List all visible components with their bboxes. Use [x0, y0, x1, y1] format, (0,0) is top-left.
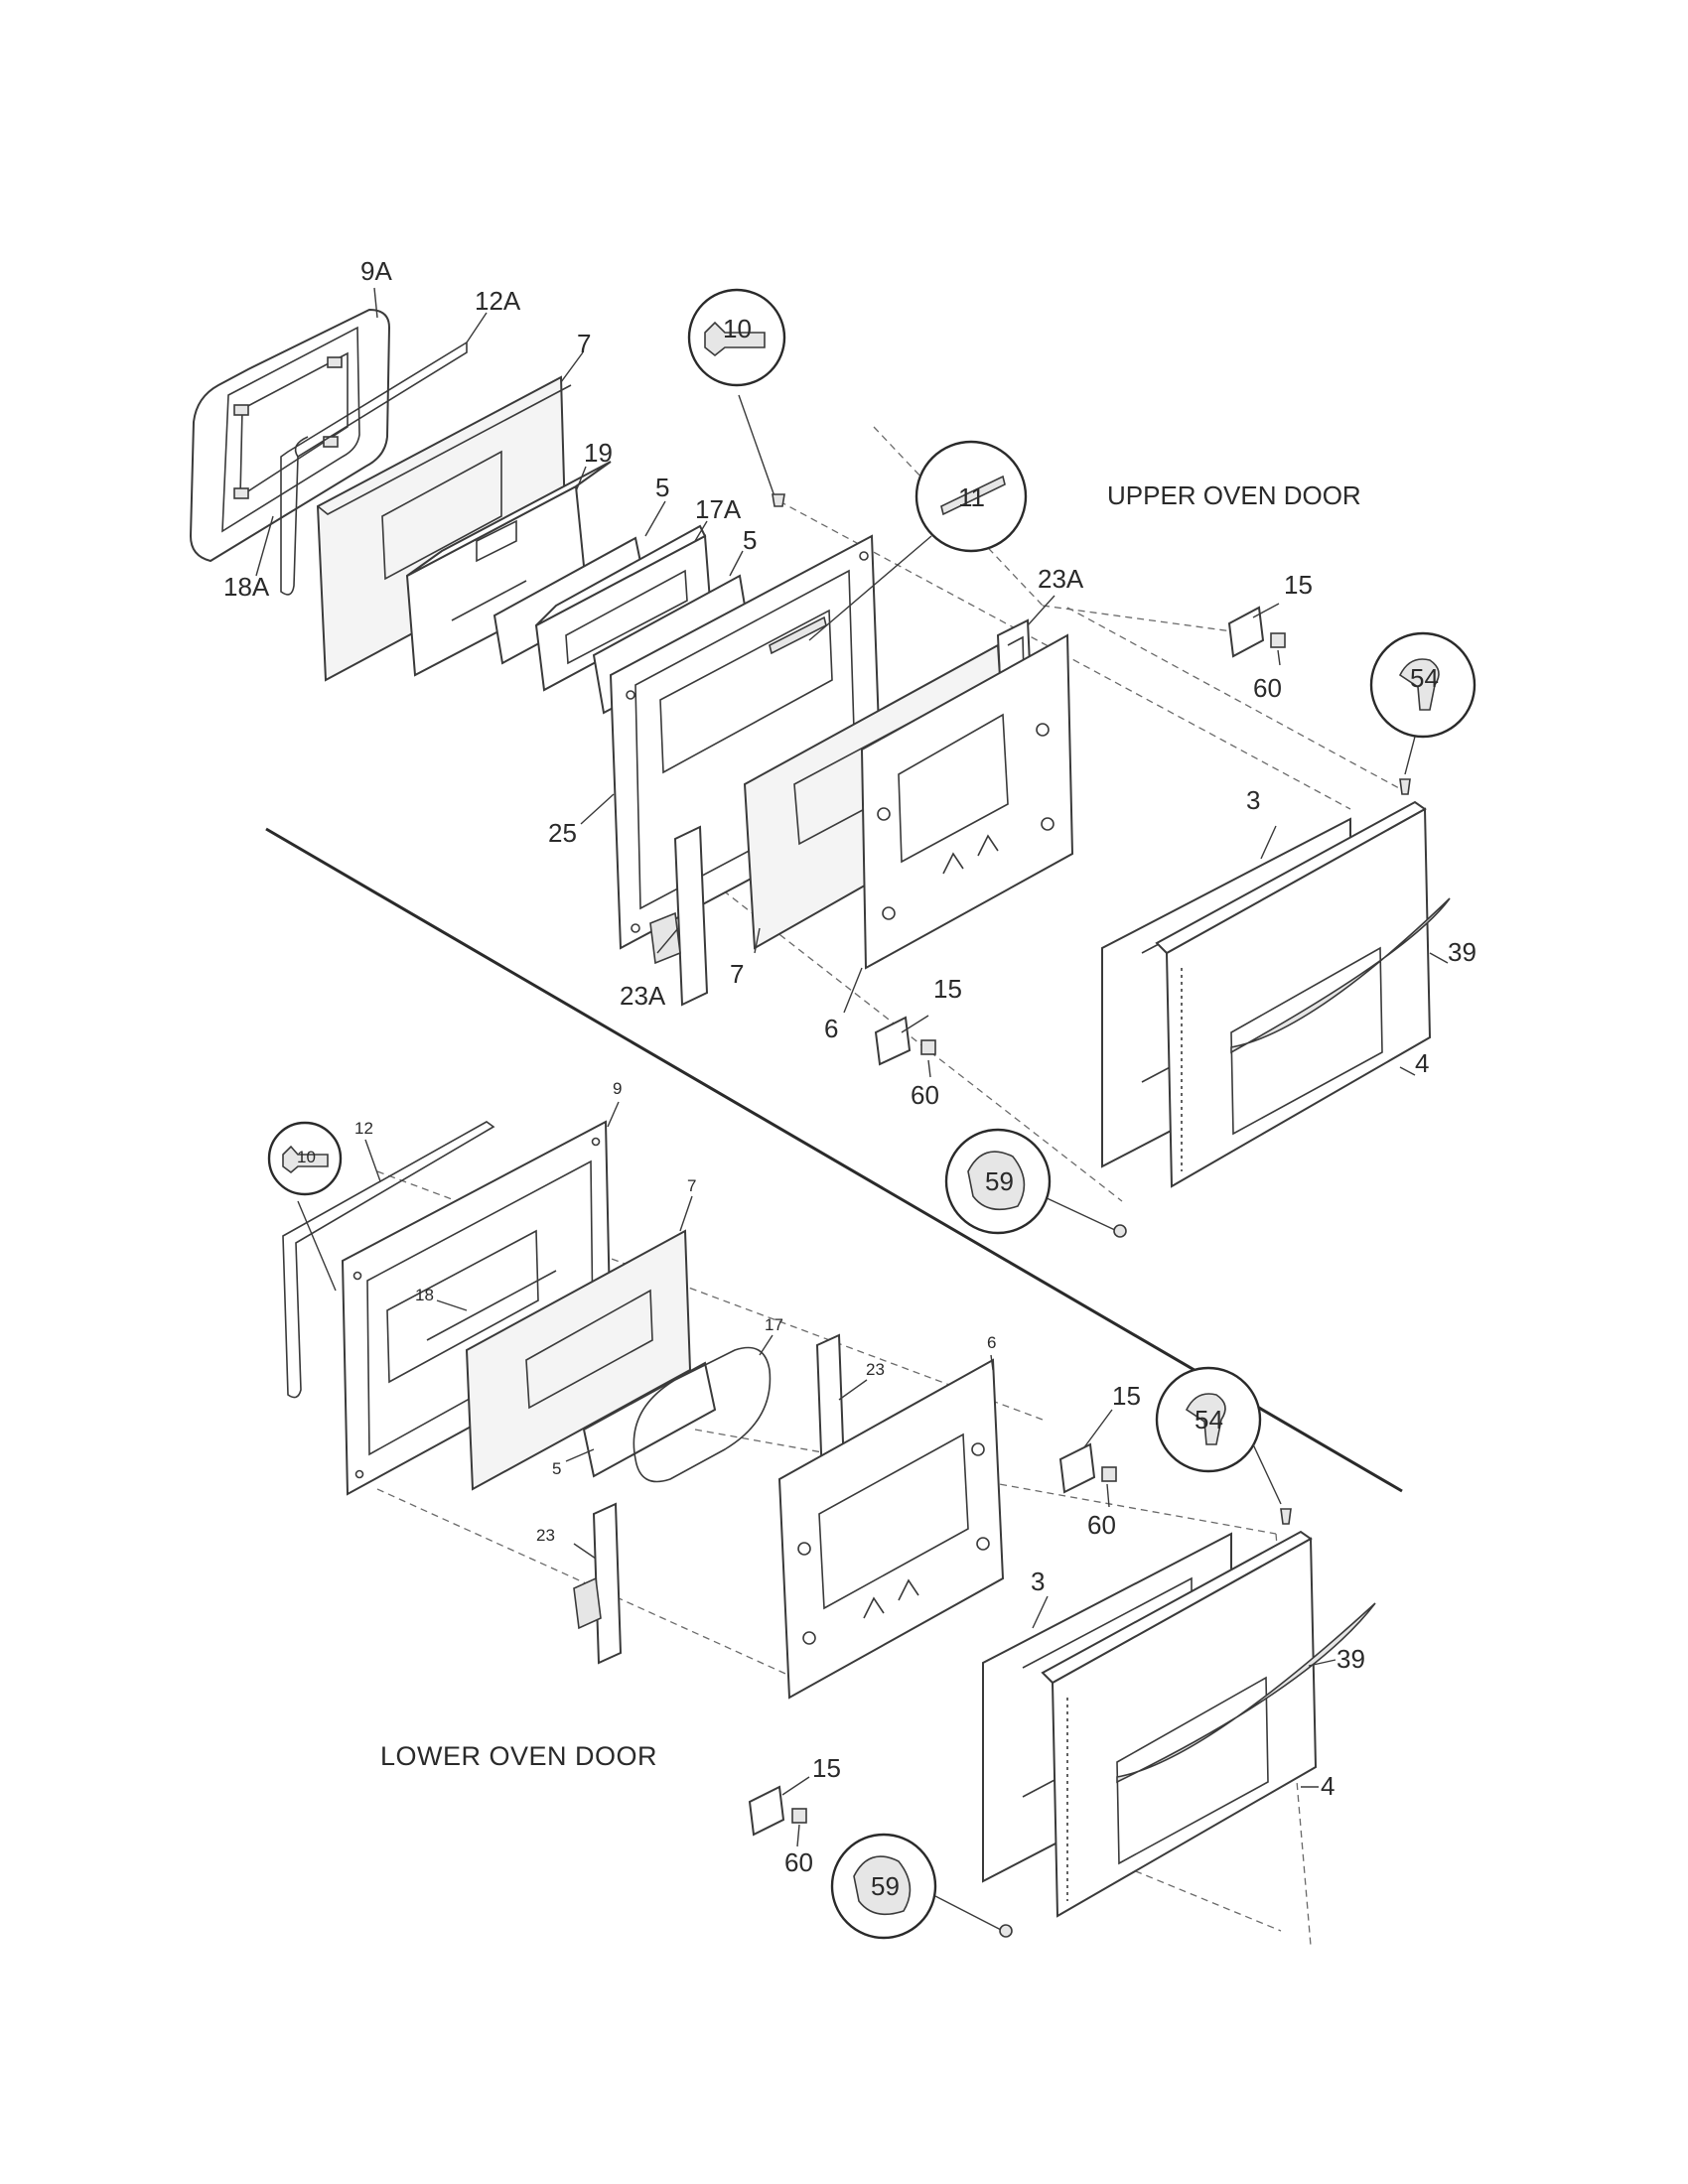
callout-59-knob-lower — [830, 1833, 937, 1940]
part-9a-door-liner-gasket — [189, 308, 391, 563]
label-9a: 9A — [360, 256, 392, 286]
label-5-lower: 5 — [552, 1459, 561, 1478]
label-5-b: 5 — [743, 525, 757, 555]
label-54-lower: 54 — [1195, 1405, 1223, 1434]
label-23-bottom: 23 — [536, 1526, 555, 1545]
label-9: 9 — [613, 1079, 622, 1098]
label-7-bottom: 7 — [730, 959, 744, 989]
label-12a: 12A — [475, 286, 521, 316]
part-5-glass-lower — [582, 1361, 717, 1478]
label-15-lower: 15 — [1112, 1381, 1141, 1411]
part-15-60-clip-lower-bottom — [748, 1785, 807, 1837]
label-3-upper: 3 — [1246, 785, 1260, 815]
callout-10-screw-upper — [687, 288, 786, 387]
label-12: 12 — [354, 1119, 373, 1138]
label-23a-bottom: 23A — [620, 981, 666, 1011]
lower-oven-door-group: 9 12 10 7 18 17 23 6 5 15 60 54 23 3 39 … — [267, 1079, 1376, 1947]
label-54-upper: 54 — [1410, 663, 1439, 693]
label-39-upper: 39 — [1448, 937, 1477, 967]
label-19: 19 — [584, 438, 613, 468]
label-4-upper: 4 — [1415, 1048, 1429, 1078]
label-15-upper-b: 15 — [933, 974, 962, 1004]
part-23-hinge-lower-bottom — [573, 1502, 623, 1665]
label-10: 10 — [723, 314, 752, 343]
label-17a: 17A — [695, 494, 742, 524]
label-5-a: 5 — [655, 473, 669, 502]
callout-54-screw-upper — [1369, 631, 1477, 775]
label-59-lower: 59 — [871, 1871, 900, 1901]
label-23-top: 23 — [866, 1360, 885, 1379]
callout-11-latch-bracket — [808, 440, 1028, 641]
label-60-upper-b: 60 — [911, 1080, 939, 1110]
part-6-inner-door-panel-lower — [777, 1358, 1005, 1700]
part-54-screw-upper-small — [1399, 778, 1411, 795]
part-12-door-gasket — [282, 1121, 495, 1399]
label-6-upper: 6 — [824, 1014, 838, 1043]
part-15-60-clip-upper-bottom — [874, 1016, 936, 1066]
label-3-lower: 3 — [1031, 1567, 1045, 1596]
label-60-upper: 60 — [1253, 673, 1282, 703]
label-15-upper: 15 — [1284, 570, 1313, 600]
label-7-lower: 7 — [687, 1176, 696, 1195]
label-4-lower: 4 — [1321, 1771, 1335, 1801]
part-23a-hinge-upper-left — [649, 825, 709, 1007]
upper-oven-door-group: 9A 12A 7 10 19 5 17A 5 11 UPPER OVEN DOO… — [189, 256, 1477, 1238]
label-17: 17 — [765, 1315, 783, 1334]
part-19-shield — [405, 461, 612, 677]
label-upper-oven-door: UPPER OVEN DOOR — [1107, 480, 1361, 510]
callout-10-screw-lower — [267, 1121, 343, 1196]
part-7-insulation-lower — [465, 1229, 692, 1491]
part-4-outer-door-lower — [1041, 1530, 1376, 1918]
label-60-lower-b: 60 — [784, 1847, 813, 1877]
callout-59-knob-upper — [944, 1128, 1052, 1235]
part-6-inner-door-panel — [860, 633, 1074, 970]
label-18a: 18A — [223, 572, 270, 602]
label-10-lower: 10 — [297, 1148, 316, 1166]
label-lower-oven-door: LOWER OVEN DOOR — [380, 1741, 657, 1771]
label-11: 11 — [958, 482, 985, 512]
label-15-lower-b: 15 — [812, 1753, 841, 1783]
label-7-top: 7 — [577, 329, 591, 358]
label-60-lower: 60 — [1087, 1510, 1116, 1540]
part-17-window-gasket — [633, 1346, 772, 1483]
part-15-60-clip-upper-top — [1227, 606, 1286, 658]
callout-54-screw-lower — [1155, 1366, 1282, 1505]
label-6-lower: 6 — [987, 1333, 996, 1352]
label-18: 18 — [415, 1286, 434, 1304]
part-4-outer-door-upper — [1155, 800, 1451, 1188]
part-15-60-clip-lower-top — [1058, 1442, 1117, 1494]
label-39-lower: 39 — [1336, 1644, 1365, 1674]
label-23a-top: 23A — [1038, 564, 1084, 594]
label-59-upper: 59 — [985, 1166, 1014, 1196]
part-12a-door-gasket — [280, 341, 468, 596]
label-25: 25 — [548, 818, 577, 848]
part-54-screw-lower-small — [1280, 1508, 1292, 1525]
